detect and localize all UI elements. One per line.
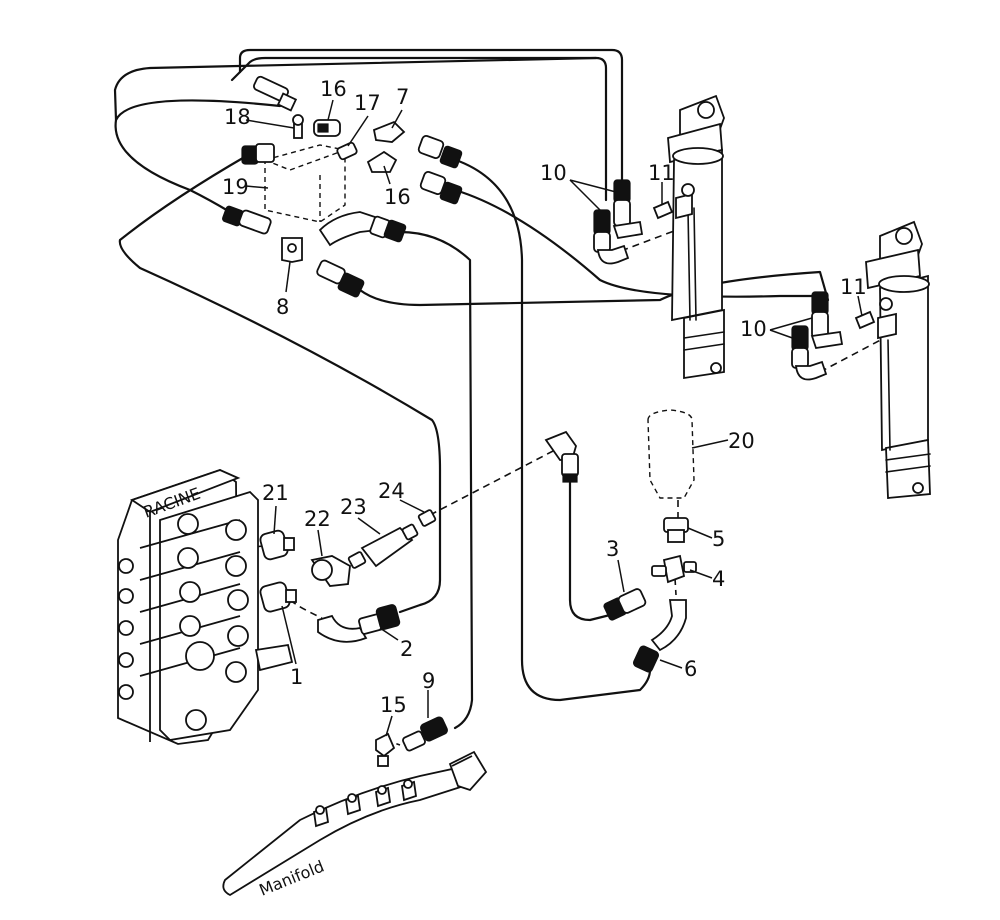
callout-18: 18 <box>224 105 251 129</box>
callout-16-lower: 16 <box>384 185 411 209</box>
right-middle-fittings <box>544 409 697 673</box>
hydraulic-cylinder-upper <box>667 94 725 380</box>
callout-22: 22 <box>304 507 331 531</box>
fitting-left-b <box>222 205 272 235</box>
elbow-center <box>318 211 379 247</box>
fitting-17 <box>336 141 358 161</box>
fitting-16-lower <box>366 150 398 173</box>
valve-fittings <box>259 509 437 643</box>
callout-9: 9 <box>422 669 435 693</box>
fitting-16-upper <box>313 119 341 137</box>
callout-21: 21 <box>262 481 289 505</box>
valve-ports <box>118 513 249 731</box>
hose-lines <box>113 48 830 730</box>
cylinder-fittings-upper <box>593 179 674 265</box>
reservoir-20 <box>647 409 695 499</box>
callout-6: 6 <box>684 657 697 681</box>
callout-2: 2 <box>400 637 413 661</box>
top-fittings <box>222 75 463 298</box>
fitting-center-dark <box>369 215 407 243</box>
callout-20: 20 <box>728 429 755 453</box>
elbow-22 <box>310 555 351 587</box>
callout-19: 19 <box>222 175 249 199</box>
fitting-1 <box>259 581 297 613</box>
fitting-top-b <box>417 135 463 169</box>
tee-8 <box>281 237 303 263</box>
callout-4: 4 <box>712 567 725 591</box>
callout-11-upper: 11 <box>648 161 675 185</box>
fitting-left-a <box>241 143 275 165</box>
callout-10-upper: 10 <box>540 161 567 185</box>
hose-2 <box>317 604 401 643</box>
cylinder-fittings-lower <box>791 291 876 381</box>
callout-23: 23 <box>340 495 367 519</box>
fitting-24 <box>417 509 437 527</box>
callout-1: 1 <box>290 665 303 689</box>
fitting-3 <box>603 588 647 621</box>
filter-23 <box>347 523 419 569</box>
leader-lines <box>245 99 863 737</box>
hydraulic-cylinder-lower <box>865 220 931 499</box>
fitting-9 <box>402 716 448 752</box>
control-valve-bank: RACINE <box>117 468 294 745</box>
hose-6 <box>633 599 687 673</box>
fitting-15 <box>375 732 396 767</box>
callout-17: 17 <box>354 91 381 115</box>
fitting-5 <box>663 517 689 543</box>
callout-8: 8 <box>276 295 289 319</box>
callout-10-lower: 10 <box>740 317 767 341</box>
manifold-ports <box>313 779 417 828</box>
manifold-assembly: Manifold <box>222 716 488 900</box>
manifold-block-19 <box>264 144 346 223</box>
callout-11-lower: 11 <box>840 275 867 299</box>
tee-4 <box>651 554 697 584</box>
callout-numbers: 16 17 7 18 19 16 8 10 11 10 11 20 5 4 3 … <box>222 77 867 717</box>
fitting-top-a <box>253 75 298 112</box>
fitting-18 <box>292 114 304 139</box>
callout-15: 15 <box>380 693 407 717</box>
callout-16-upper: 16 <box>320 77 347 101</box>
callout-5: 5 <box>712 527 725 551</box>
fitting-top-c <box>419 171 463 205</box>
fitting-21 <box>259 529 295 561</box>
callout-3: 3 <box>606 537 619 561</box>
fitting-8-lower <box>316 259 365 298</box>
fitting-7 <box>372 120 406 143</box>
callout-7: 7 <box>396 85 409 109</box>
callout-24: 24 <box>378 479 405 503</box>
